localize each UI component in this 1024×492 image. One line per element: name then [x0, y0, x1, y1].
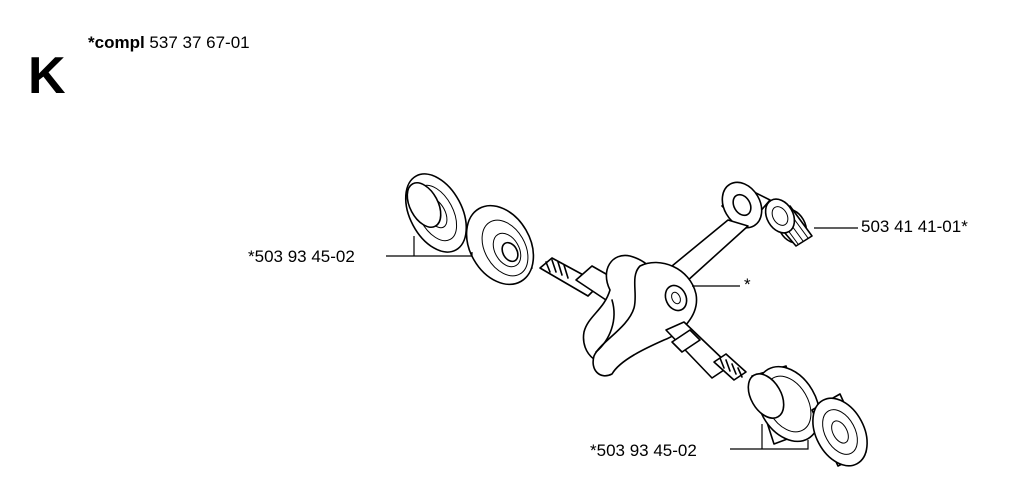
leader-lines: [386, 227, 858, 450]
crankshaft-right-journal: [665, 321, 747, 381]
connecting-rod: [671, 181, 771, 283]
right-inner-ball-bearing: [747, 365, 821, 445]
compl-part-number: 537 37 67-01: [149, 33, 250, 52]
callout-crankshaft: *: [744, 275, 751, 294]
crank-webs: [582, 254, 698, 377]
section-letter: K: [28, 47, 66, 105]
callout-left-bearings: *503 93 45-02: [248, 247, 355, 266]
left-inner-ball-bearing: [465, 204, 535, 286]
needle-bearing: [764, 198, 813, 247]
callout-needle-bearing: 503 41 41-01*: [861, 217, 968, 236]
right-outer-ball-bearing: [811, 393, 868, 467]
kit-header: *compl 537 37 67-01: [88, 34, 250, 51]
left-outer-ball-bearing: [404, 173, 468, 253]
callout-right-bearings: *503 93 45-02: [590, 441, 697, 460]
compl-label: *compl: [88, 33, 145, 52]
